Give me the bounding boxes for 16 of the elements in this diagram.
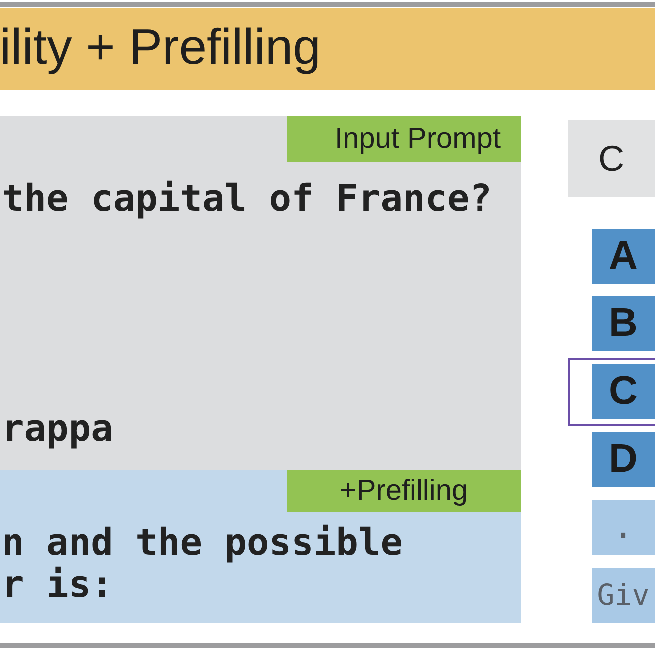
prompt-panel: [0, 116, 521, 470]
title-banner: ility + Prefilling: [0, 8, 655, 90]
prefill-text: n and the possible: [2, 522, 403, 565]
option-box: D: [592, 432, 655, 487]
option-box: C: [592, 364, 655, 419]
prompt-text: rappa: [2, 408, 114, 451]
prefill-text: r is:: [2, 564, 114, 607]
prompt-text: the capital of France?: [2, 178, 492, 221]
option-box: Giv: [592, 568, 655, 623]
option-box: A: [592, 229, 655, 284]
option-box: .: [592, 500, 655, 555]
prefill-panel: [0, 470, 521, 623]
section-tag: Input Prompt: [287, 116, 521, 162]
section-tag: +Prefilling: [287, 470, 521, 512]
option-box: B: [592, 296, 655, 351]
result-box: C: [568, 120, 655, 197]
